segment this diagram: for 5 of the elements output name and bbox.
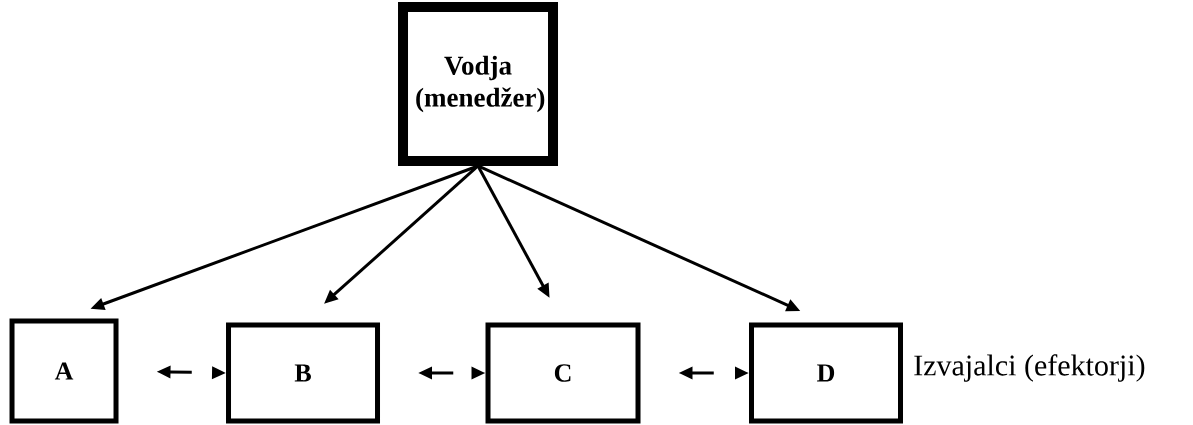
- worker-box: D: [749, 322, 903, 424]
- worker-box: C: [485, 322, 641, 424]
- manager-box: Vodja (menedžer): [398, 2, 558, 166]
- worker-box: B: [226, 322, 380, 424]
- worker-box: A: [9, 318, 119, 424]
